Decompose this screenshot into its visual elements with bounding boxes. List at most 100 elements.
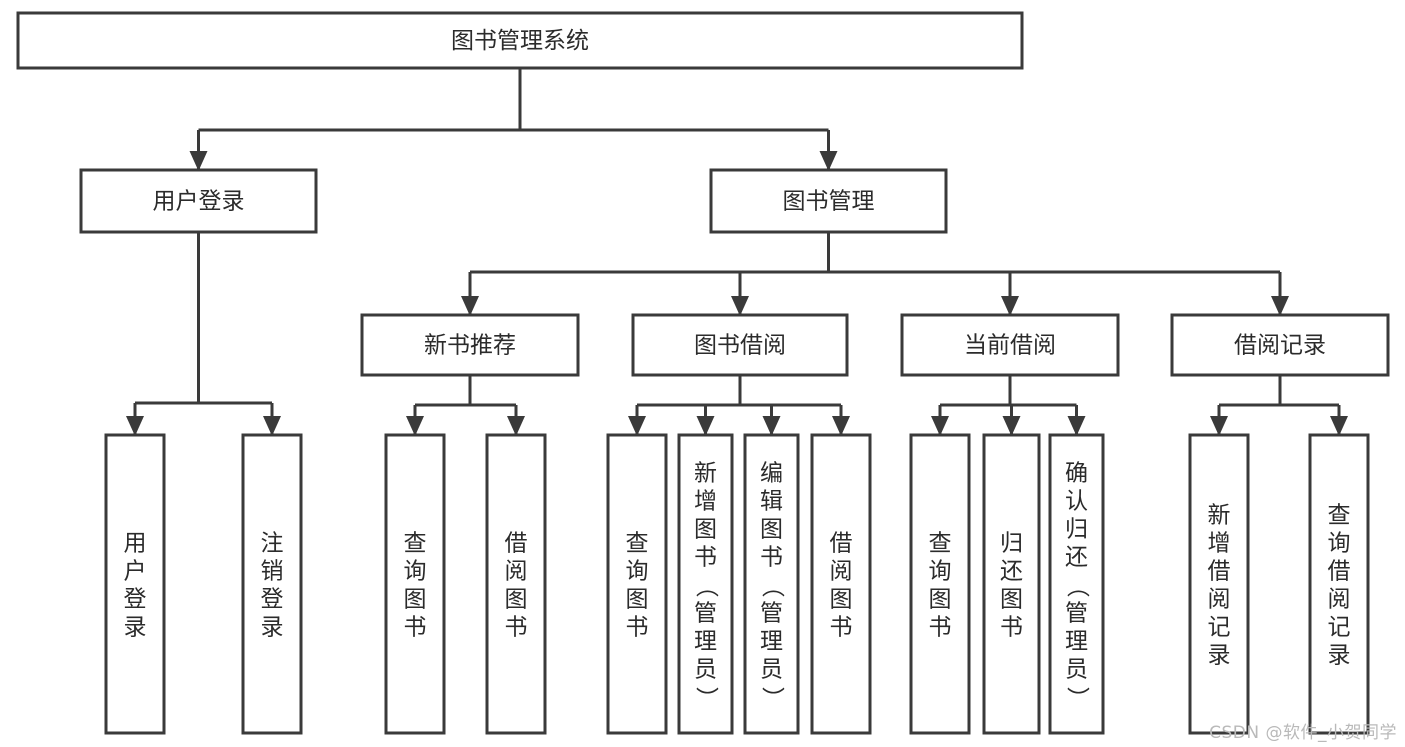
node-label-char: 理 xyxy=(1065,629,1088,655)
node-label-char: 理 xyxy=(760,629,783,655)
node-label-char: 用 xyxy=(124,531,147,557)
node-box xyxy=(1170,313,1390,377)
node-label-char: 书 xyxy=(626,615,649,641)
node-label-char: （ xyxy=(1064,575,1090,598)
node-label-char: 阅 xyxy=(830,559,853,585)
node-box xyxy=(709,168,948,234)
node-label-char: 书 xyxy=(404,615,427,641)
node-label-char: ） xyxy=(1064,687,1090,710)
watermark-text: CSDN @软件_小贺同学 xyxy=(1209,723,1397,743)
node-label: 新书推荐 xyxy=(424,333,516,359)
node-box xyxy=(810,433,872,735)
node-label-char: 理 xyxy=(694,629,717,655)
node-label-char: 员 xyxy=(760,657,783,683)
node-label-char: 管 xyxy=(1065,601,1088,627)
arrow-head-icon xyxy=(1002,416,1021,436)
node-level1-book-manage[interactable]: 图书管理 xyxy=(709,168,948,234)
arrow-head-icon xyxy=(461,296,479,316)
arrow-head-icon xyxy=(762,416,781,436)
node-label: 用户登录 xyxy=(153,189,245,215)
arrow-head-icon xyxy=(1210,416,1228,436)
arrow-head-icon xyxy=(1001,296,1019,316)
arrow-head-icon xyxy=(507,416,525,436)
node-box xyxy=(1048,433,1105,735)
node-box xyxy=(79,168,318,234)
arrow-head-icon xyxy=(1330,416,1348,436)
node-label-char: （ xyxy=(759,575,785,598)
node-label-char: 图 xyxy=(694,517,717,543)
node-label-char: 询 xyxy=(1328,531,1351,557)
node-label-char: 户 xyxy=(124,559,147,585)
node-box xyxy=(1188,433,1250,735)
node-label-char: 图 xyxy=(760,517,783,543)
node-box xyxy=(384,433,446,735)
node-level2-new-book-recommend[interactable]: 新书推荐 xyxy=(360,313,580,377)
node-label-char: 登 xyxy=(124,587,147,613)
node-label-char: 新 xyxy=(694,461,717,487)
node-level2-current-borrow[interactable]: 当前借阅 xyxy=(900,313,1120,377)
node-level2-book-borrow[interactable]: 图书借阅 xyxy=(631,313,849,377)
node-label-char: 阅 xyxy=(1328,587,1351,613)
node-label-char: 归 xyxy=(1000,531,1023,557)
node-label: 图书管理系统 xyxy=(451,28,589,54)
node-box xyxy=(677,433,734,735)
node-label-char: 注 xyxy=(261,531,284,557)
node-label-char: 确 xyxy=(1065,461,1088,487)
node-leaf-leaf-user-login[interactable]: 用户登录 xyxy=(104,433,166,735)
node-box xyxy=(360,313,580,377)
node-box xyxy=(900,313,1120,377)
node-label-char: 借 xyxy=(830,531,853,557)
arrow-head-icon xyxy=(1067,416,1086,436)
node-label-char: 归 xyxy=(1065,517,1088,543)
arrow-head-icon xyxy=(696,416,715,436)
node-label-char: 询 xyxy=(626,559,649,585)
node-label-char: 询 xyxy=(404,559,427,585)
arrow-head-icon xyxy=(1271,296,1289,316)
node-label-char: 图 xyxy=(1000,587,1023,613)
node-label-char: （ xyxy=(693,575,719,598)
node-label-char: 询 xyxy=(929,559,952,585)
node-label-char: ） xyxy=(693,687,719,710)
arrow-head-icon xyxy=(189,151,208,171)
node-label-char: 管 xyxy=(694,601,717,627)
node-label-char: 还 xyxy=(1000,559,1023,585)
node-label: 借阅记录 xyxy=(1234,333,1326,359)
arrow-head-icon xyxy=(731,296,749,316)
node-box xyxy=(485,433,547,735)
node-label-char: 录 xyxy=(261,615,284,641)
node-label-char: 录 xyxy=(124,615,147,641)
node-label-char: 销 xyxy=(261,559,284,585)
arrow-head-icon xyxy=(263,416,281,436)
node-label-char: 录 xyxy=(1208,643,1231,669)
node-label-char: 图 xyxy=(929,587,952,613)
node-label-char: 阅 xyxy=(1208,587,1231,613)
node-label-char: 书 xyxy=(929,615,952,641)
node-level1-user-login[interactable]: 用户登录 xyxy=(79,168,318,234)
node-label-char: 编 xyxy=(760,461,783,487)
node-box xyxy=(909,433,971,735)
node-label-char: 图 xyxy=(830,587,853,613)
node-label-char: 阅 xyxy=(505,559,528,585)
connectors-layer xyxy=(126,68,1348,436)
node-box xyxy=(241,433,303,735)
arrow-head-icon xyxy=(931,416,949,436)
node-root-root[interactable]: 图书管理系统 xyxy=(16,11,1024,70)
node-box xyxy=(631,313,849,377)
node-level2-borrow-record[interactable]: 借阅记录 xyxy=(1170,313,1390,377)
node-label-char: 增 xyxy=(1208,531,1231,557)
node-label-char: 查 xyxy=(404,531,427,557)
node-label-char: 记 xyxy=(1328,615,1351,641)
